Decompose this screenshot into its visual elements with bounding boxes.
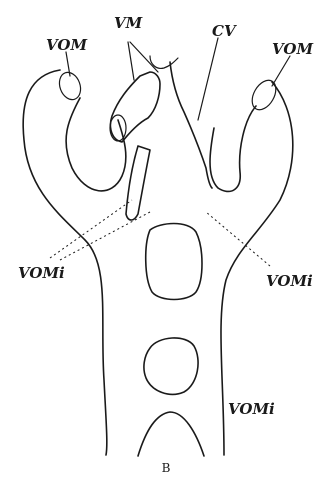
vom-right-opening [247,76,280,114]
vm-opening [110,115,126,141]
leader-vm-a [128,42,134,80]
right-arm-inner [210,106,256,191]
body-outline-left [23,70,107,455]
label-vomi-bottom: VOMi [228,400,275,418]
leader-vm-b [130,42,158,72]
figure-caption: B [162,461,171,475]
leader-vom-right [272,56,290,86]
lower-opening [144,338,198,394]
upper-opening [146,224,202,300]
median-channel [126,146,150,220]
leader-vomi-right [206,212,270,266]
label-vom-right: VOM [272,40,313,58]
label-vomi-right: VOMi [266,272,313,290]
label-vomi-left: VOMi [18,264,65,282]
left-arm-inner [66,98,126,191]
label-cv: CV [212,22,237,40]
cv-vessel [170,62,212,188]
label-vm: VM [114,14,143,32]
leader-cv [198,38,218,120]
label-vom-left: VOM [46,36,87,54]
bottom-arch [138,412,204,456]
leader-vomi-left-b [60,212,150,260]
vm-vessel [110,72,160,142]
leader-vomi-left-a [50,200,132,258]
cv-stem [150,56,178,68]
